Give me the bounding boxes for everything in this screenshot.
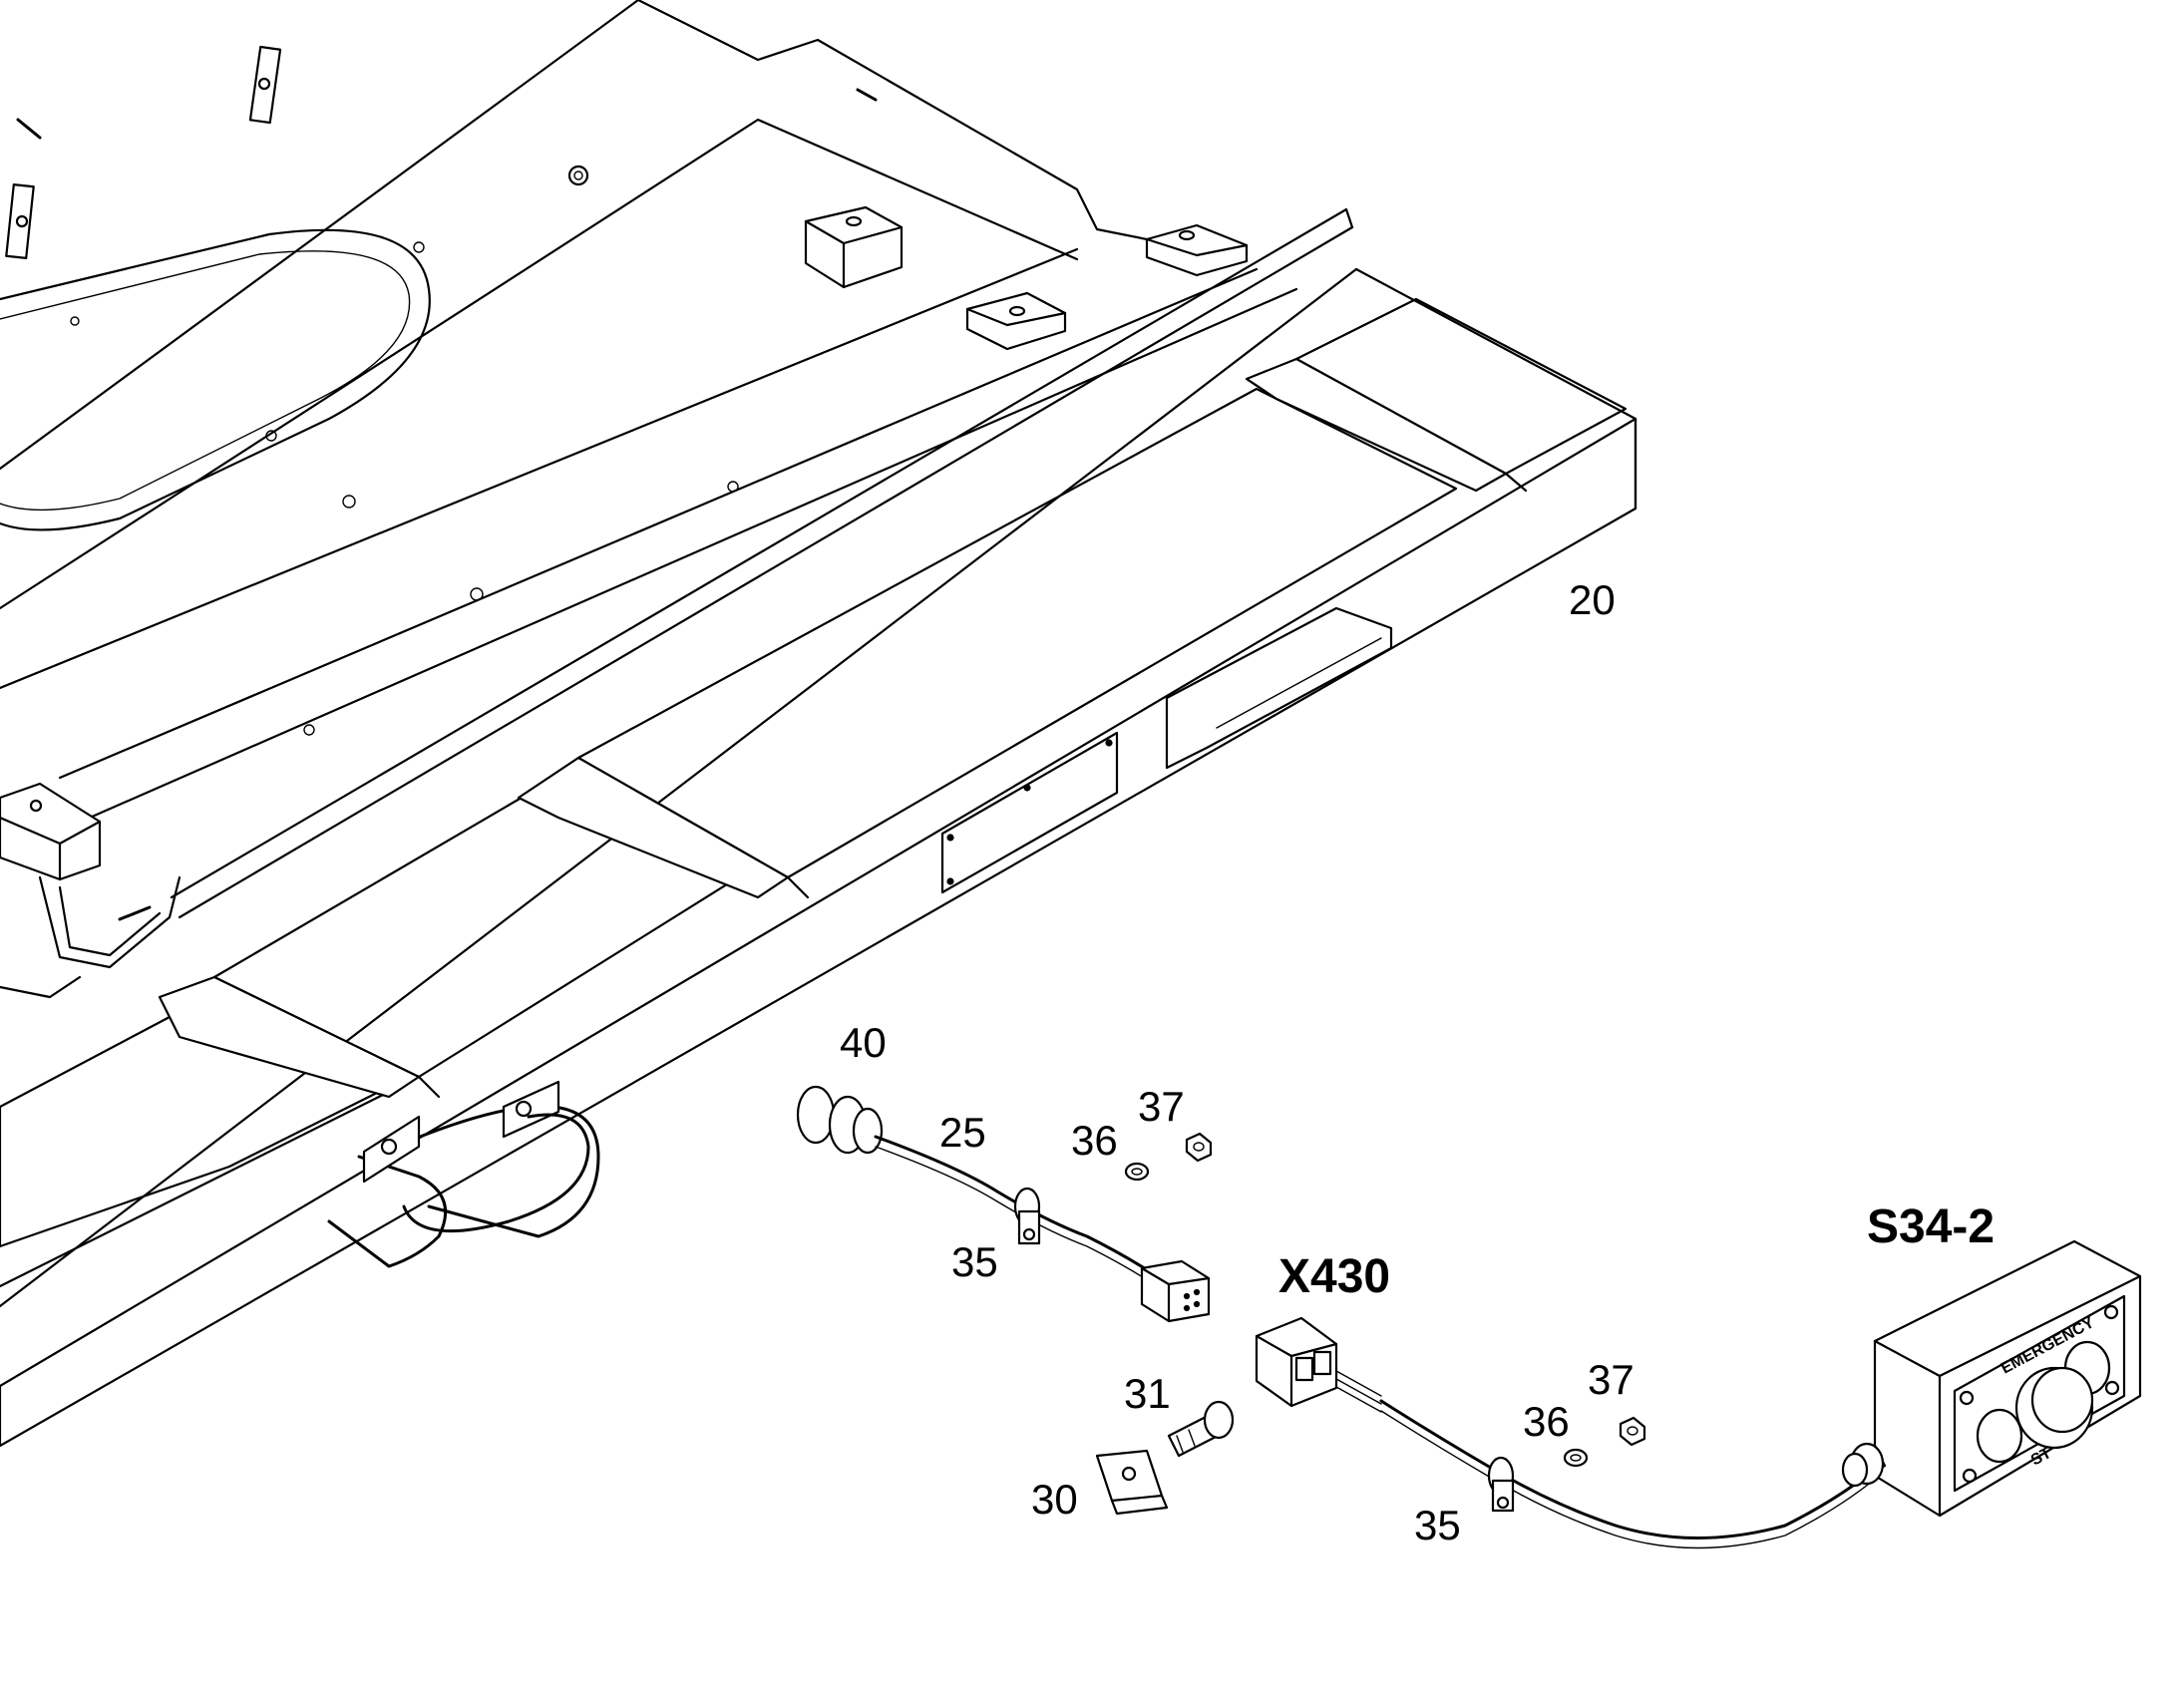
callout-cable-harness: 25 — [939, 1109, 986, 1156]
callout-washer-upper: 36 — [1071, 1117, 1118, 1164]
machine-frame — [0, 0, 1354, 999]
callout-clip-lower: 35 — [1414, 1502, 1461, 1548]
clip-lower — [1487, 1456, 1515, 1513]
callout-grommet: 40 — [840, 1019, 887, 1066]
clip-upper — [1013, 1187, 1041, 1245]
plate — [1095, 1449, 1169, 1516]
step-assembly — [0, 267, 1637, 1448]
washer-lower — [1563, 1448, 1589, 1468]
callout-bolt: 31 — [1124, 1370, 1171, 1417]
nut-lower — [1619, 1416, 1646, 1447]
callout-step-assembly: 20 — [1569, 576, 1616, 623]
callout-nut-upper: 37 — [1138, 1083, 1185, 1130]
cable-harness — [796, 1085, 1211, 1323]
callout-clip-upper: 35 — [951, 1238, 998, 1285]
callout-nut-lower: 37 — [1588, 1356, 1635, 1403]
x430-connector — [1255, 1316, 1382, 1413]
washer-upper — [1124, 1162, 1150, 1182]
callout-washer-lower: 36 — [1523, 1398, 1570, 1445]
connector-label: X430 — [1278, 1250, 1390, 1303]
bolt — [1167, 1400, 1235, 1458]
grommet — [796, 1085, 884, 1155]
harness-connector — [1140, 1259, 1211, 1323]
callout-plate: 30 — [1031, 1476, 1078, 1523]
switch-label: S34-2 — [1867, 1200, 1995, 1253]
nut-upper — [1185, 1132, 1213, 1163]
lower-cable — [1379, 1399, 1887, 1539]
emergency-stop-switch: EMERGENCY ST — [1841, 1239, 2142, 1518]
